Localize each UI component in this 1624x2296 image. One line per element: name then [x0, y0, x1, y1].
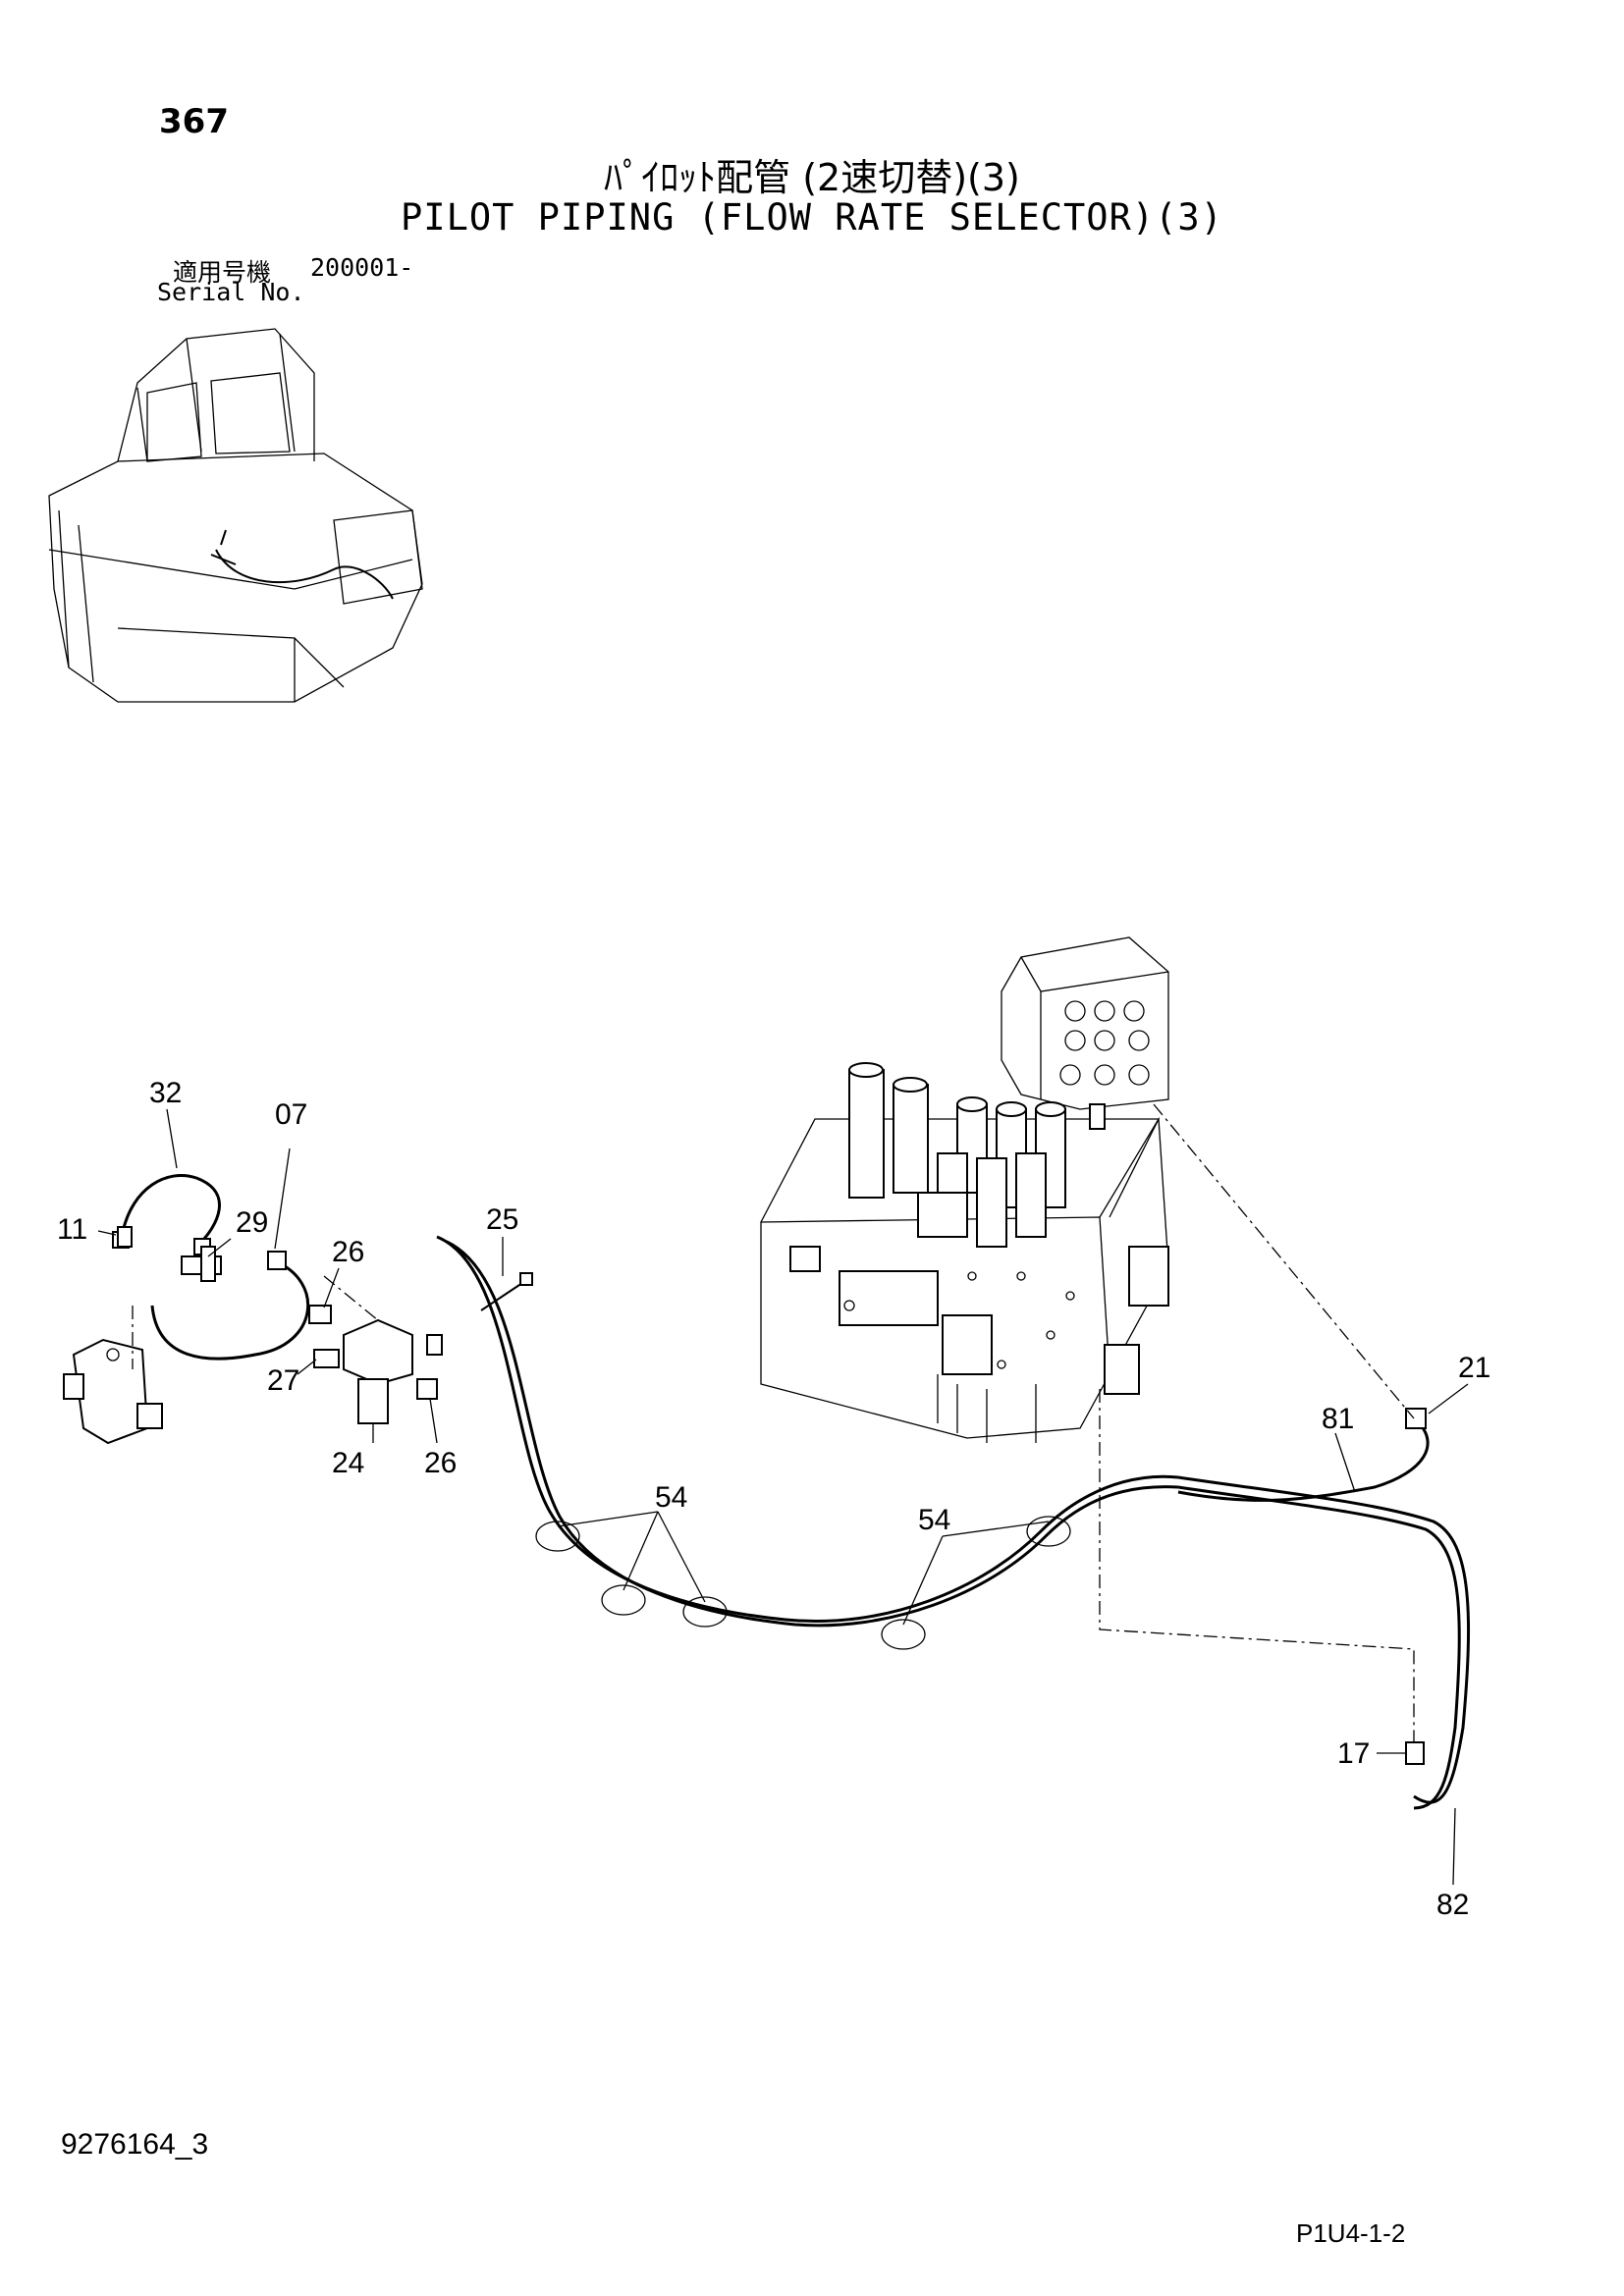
callout-29: 29: [236, 1206, 268, 1239]
clamps-54: [535, 1516, 1071, 1650]
callout-81: 81: [1322, 1403, 1354, 1435]
title-english: PILOT PIPING (FLOW RATE SELECTOR)(3): [401, 196, 1223, 239]
hose-bundle: [436, 1235, 1471, 1810]
callout-17: 17: [1337, 1737, 1370, 1770]
left-valve-assembly: [63, 1338, 163, 1445]
control-valve: [760, 1062, 1169, 1443]
callout-26-upper: 26: [332, 1236, 364, 1268]
bolt-25: [480, 1272, 533, 1311]
tee-29: [181, 1246, 222, 1282]
document-id: 9276164_3: [61, 2128, 209, 2161]
serial-label-japanese: 適用号機: [173, 258, 272, 287]
callout-21: 21: [1458, 1352, 1490, 1384]
machine-overview: [48, 328, 423, 703]
title-japanese: ﾊﾟｲﾛｯﾄ配管 (2速切替)(3): [604, 156, 1020, 199]
callout-82: 82: [1436, 1889, 1469, 1921]
fitting-17: [1405, 1741, 1425, 1765]
callout-54-left: 54: [655, 1481, 687, 1514]
serial-label-english: Serial No.: [157, 278, 305, 306]
serial-range: 200001-: [310, 253, 414, 282]
adapter-11: [117, 1226, 133, 1248]
valve-manifold: [1001, 936, 1169, 1130]
callout-27: 27: [267, 1364, 299, 1397]
callout-11: 11: [57, 1213, 87, 1246]
fittings-26-27: [308, 1305, 443, 1400]
block-24: [343, 1318, 413, 1424]
callout-25: 25: [486, 1203, 518, 1236]
figure-code: P1U4-1-2: [1296, 2218, 1406, 2248]
page-number: 367: [159, 102, 229, 141]
callout-32: 32: [149, 1077, 182, 1109]
leader-lines: [97, 1108, 1469, 1886]
hose-07: [150, 1251, 310, 1361]
fitting-21: [1405, 1408, 1427, 1429]
callout-24: 24: [332, 1447, 364, 1479]
callout-07: 07: [275, 1098, 307, 1131]
callout-54-right: 54: [918, 1504, 950, 1536]
callout-26-lower: 26: [424, 1447, 457, 1479]
